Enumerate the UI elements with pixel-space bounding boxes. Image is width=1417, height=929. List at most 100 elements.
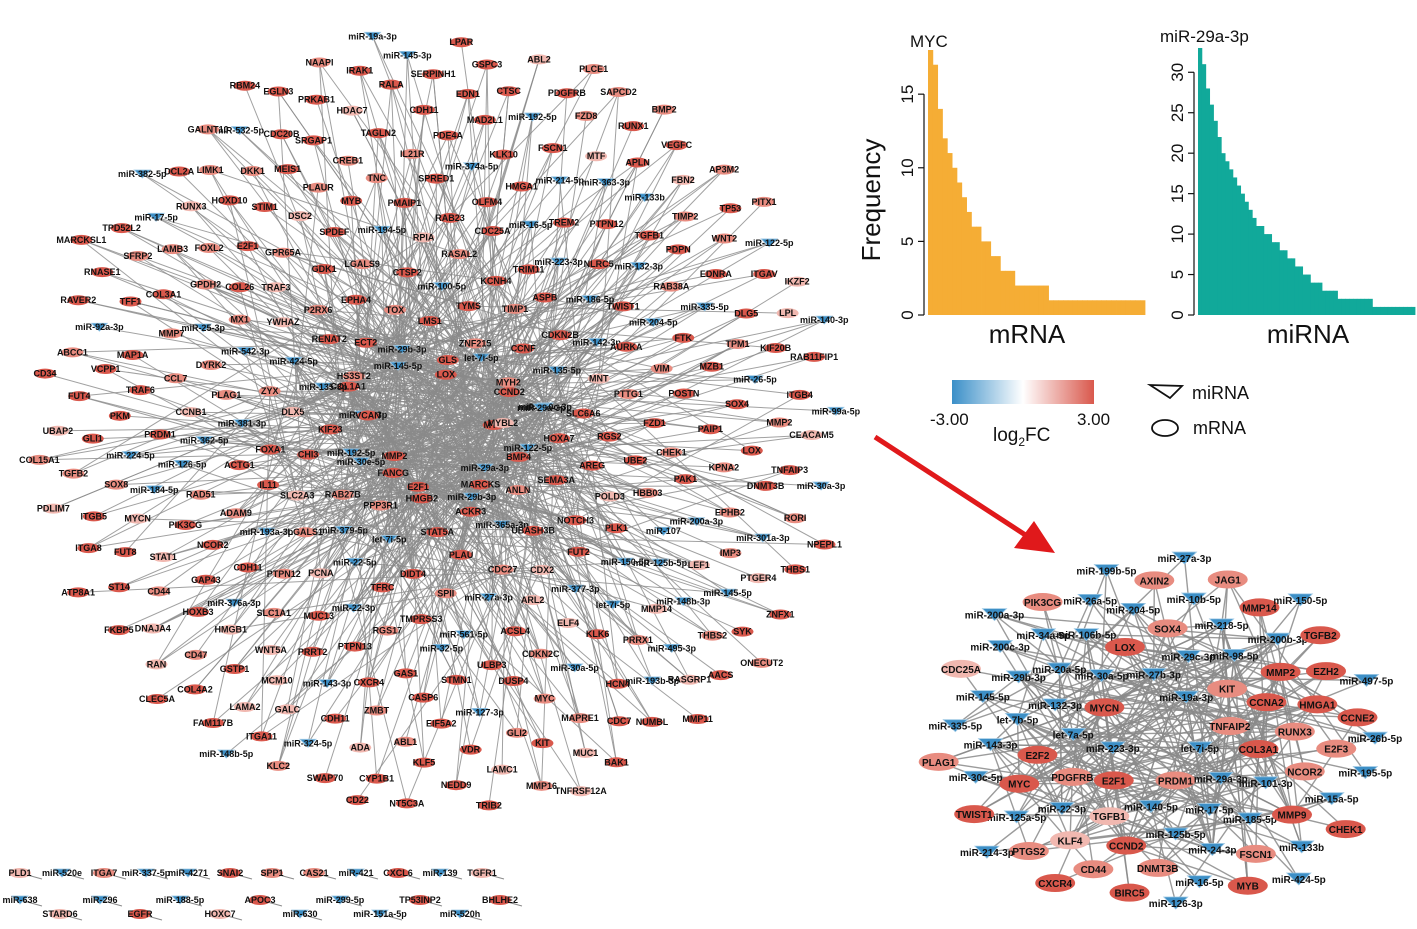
mrna-node-shape: [286, 490, 309, 501]
node-label: E2F1: [237, 241, 259, 251]
node-label: DIDT4: [400, 569, 426, 579]
mrna-node-shape: [1297, 695, 1338, 714]
subnetwork-edge: [1199, 679, 1367, 749]
network-edge: [417, 486, 661, 564]
network-node: SPRED1: [418, 173, 454, 184]
hist2-bar: [1209, 104, 1214, 315]
node-label: miR-188-5p: [156, 895, 205, 905]
mrna-node-shape: [492, 149, 515, 160]
node-label: HMGA1: [1299, 700, 1336, 711]
mirna-node-shape: [1221, 649, 1248, 663]
network-node: miR-150-5p: [1273, 593, 1327, 607]
node-label: MYCN: [1090, 703, 1119, 714]
node-label: LIMK1: [197, 165, 224, 175]
node-label: DSC2: [288, 211, 312, 221]
mirna-node-shape: [90, 322, 109, 332]
node-label: ONECUT2: [740, 658, 783, 668]
mrna-node-shape: [1209, 717, 1250, 736]
mrna-node-shape: [598, 491, 621, 502]
network-edge: [320, 424, 494, 574]
mrna-node-shape: [660, 281, 683, 292]
network-node: LAMB3: [157, 244, 188, 255]
mrna-node-shape: [272, 568, 295, 579]
subnetwork-edge: [938, 703, 1318, 763]
node-label: miR-15a-5p: [1305, 795, 1359, 806]
node-label: miR-125a-5p: [987, 813, 1046, 824]
mrna-node-shape: [297, 449, 320, 460]
network-node: miR-188-5p: [156, 895, 205, 905]
hist2-bar: [1291, 258, 1296, 315]
network-node: PIK3CG: [1022, 593, 1063, 612]
node-label: IKZF2: [785, 277, 810, 287]
mirna-node-shape: [284, 356, 303, 366]
node-label: KLF5: [413, 758, 436, 768]
hist1-bar: [1063, 300, 1069, 315]
node-label: miR-29b-3p: [447, 492, 497, 502]
network-edge: [152, 486, 419, 629]
mrna-node-shape: [343, 641, 366, 652]
hist1-bar: [1038, 285, 1045, 315]
mirna-node-shape: [91, 895, 109, 905]
mirna-node-shape: [1073, 628, 1100, 642]
network-edge: [362, 414, 721, 676]
node-label: SFRP2: [123, 251, 152, 261]
node-label: TFRC: [370, 582, 394, 592]
node-label: miR-424-5p: [269, 356, 318, 366]
network-node: RGS17: [373, 625, 402, 636]
mrna-node-shape: [800, 430, 823, 441]
node-label: PRRX1: [623, 635, 653, 645]
node-label: miR-218-5p: [1195, 621, 1249, 632]
mrna-node-shape: [357, 677, 380, 688]
hist1-bar: [1014, 285, 1021, 315]
network-node: PLD1: [8, 868, 32, 878]
node-label: miR-365a-3p: [475, 520, 529, 530]
hist1-bar: [1125, 300, 1131, 315]
mrna-node-shape: [258, 386, 281, 397]
network-node: SPDEF: [319, 226, 350, 237]
hist2-bar: [1240, 193, 1245, 315]
mirna-node-shape: [1236, 812, 1263, 826]
network-node: miR-520h: [440, 909, 481, 919]
node-label: GDK1: [312, 264, 337, 274]
mrna-node-shape: [704, 269, 727, 280]
network-node: ZMBT: [364, 705, 390, 716]
hist1-bar: [981, 241, 987, 315]
node-label: CD44: [1081, 865, 1107, 876]
network-edge: [470, 406, 546, 512]
mrna-node-shape: [608, 716, 631, 727]
network-node: AURKA: [610, 341, 643, 352]
network-node: DNMT3B: [747, 480, 785, 491]
mrna-node-shape: [62, 468, 85, 479]
mrna-node-shape: [365, 773, 388, 784]
node-label: MAD2L1: [467, 115, 503, 125]
mrna-node-shape: [236, 241, 259, 252]
network-node: PAIP1: [698, 424, 723, 435]
node-label: APLN: [625, 158, 650, 168]
network-node: miR-381-3p: [218, 419, 267, 429]
network-node: VDR: [459, 744, 482, 755]
network-node: ASPB: [532, 292, 558, 303]
mrna-node-shape: [434, 588, 457, 599]
mrna-node-shape: [108, 410, 131, 421]
node-label: FOXL2: [195, 243, 224, 253]
node-label: miR-363-3p: [581, 178, 630, 188]
network-node: FZD8: [575, 110, 597, 121]
network-edge: [394, 434, 812, 457]
network-edge: [471, 496, 690, 681]
hist1-bar: [956, 182, 963, 315]
mrna-node-shape: [718, 507, 741, 518]
network-node: miR-421: [338, 868, 373, 878]
mrna-node-shape: [267, 86, 290, 97]
mrna-node-shape: [1300, 626, 1341, 645]
mrna-node-shape: [276, 704, 299, 715]
mrna-shape-icon: [1151, 419, 1179, 437]
mirna-node-shape: [225, 598, 243, 608]
node-label: GALNT10: [188, 124, 229, 134]
network-edge: [471, 478, 686, 498]
node-label: miR-19a-3p: [1159, 693, 1213, 704]
network-edge: [544, 370, 558, 407]
node-label: miR-10b-5p: [1167, 595, 1221, 606]
mirna-shape-icon: [1146, 383, 1185, 400]
mirna-node-shape: [1088, 669, 1115, 683]
network-edge: [162, 452, 352, 558]
